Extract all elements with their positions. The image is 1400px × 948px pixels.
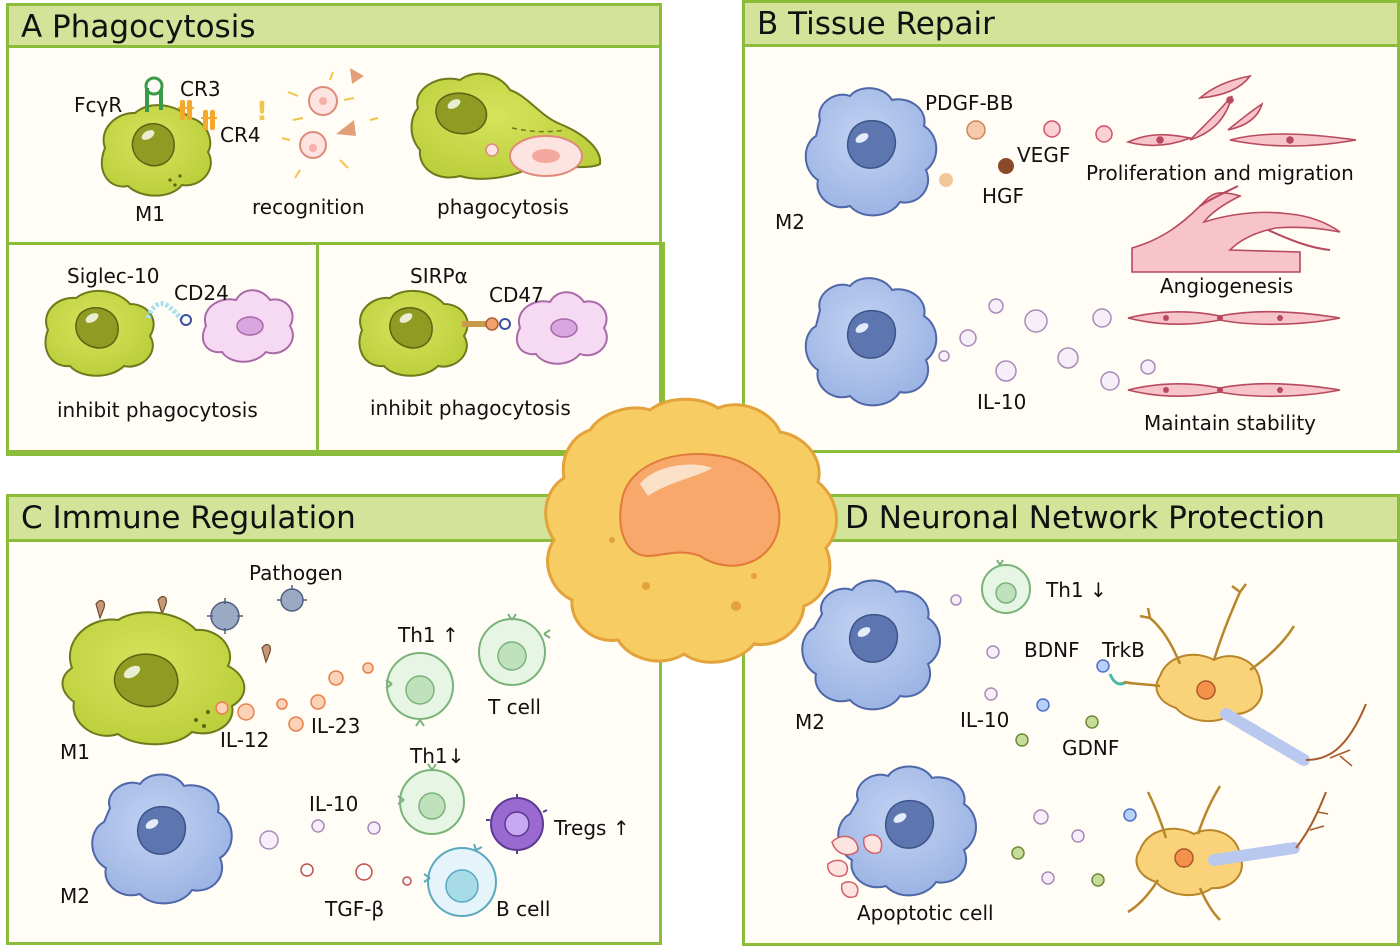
sirpa-interaction — [358, 289, 608, 377]
label-t-cell: T cell — [488, 695, 541, 719]
angiogenesis-vessel — [1131, 185, 1341, 273]
apoptotic-cell-fragments — [827, 834, 883, 898]
stable-vessel-2 — [1127, 382, 1341, 398]
cr3-receptor-icon — [178, 100, 194, 120]
label-trkb: TrkB — [1102, 638, 1145, 662]
particles-d — [950, 594, 1137, 887]
label-hgf: HGF — [982, 184, 1025, 208]
m1-macrophage-c — [61, 611, 246, 746]
label-cd24: CD24 — [174, 281, 229, 305]
label-th1-down-d: Th1 ↓ — [1046, 578, 1107, 602]
label-tregs: Tregs ↑ — [554, 816, 630, 840]
label-il10-d: IL-10 — [960, 708, 1010, 732]
label-vegf: VEGF — [1017, 143, 1071, 167]
label-il12: IL-12 — [220, 728, 270, 752]
pathogens — [95, 585, 307, 664]
panel-b-header: B Tissue Repair — [745, 3, 1397, 47]
growth-factors-b — [966, 120, 1113, 174]
label-il10-c: IL-10 — [309, 792, 359, 816]
label-b-cell: B cell — [496, 897, 551, 921]
label-siglec10: Siglec-10 — [67, 264, 160, 288]
label-pathogen: Pathogen — [249, 561, 343, 585]
svg-text:!: ! — [256, 97, 268, 127]
label-cd47: CD47 — [489, 283, 544, 307]
m2-macrophage-b2 — [804, 277, 938, 407]
label-inhibit-2: inhibit phagocytosis — [370, 396, 571, 420]
label-m1-c: M1 — [60, 740, 90, 764]
proliferation-cells — [1125, 74, 1357, 147]
il10-particles-b — [938, 298, 1156, 391]
label-sirpa: SIRPα — [410, 264, 468, 288]
th1-cell-d — [981, 559, 1031, 614]
panel-neuronal-protection: D Neuronal Network Protection — [742, 494, 1400, 946]
panel-phagocytosis: A Phagocytosis — [6, 3, 665, 456]
t-cell-c — [478, 613, 551, 686]
label-proliferation: Proliferation and migration — [1086, 161, 1354, 185]
label-m2-b: M2 — [775, 210, 805, 234]
label-fcgr: FcγR — [74, 93, 123, 117]
panel-c-title: C Immune Regulation — [21, 500, 356, 536]
label-il23: IL-23 — [311, 714, 361, 738]
b-cell-c — [423, 843, 497, 917]
treg-cell-c — [486, 794, 548, 854]
m2-macrophage-d2 — [837, 765, 977, 897]
panel-a-header: A Phagocytosis — [9, 6, 659, 48]
label-maintain: Maintain stability — [1144, 411, 1316, 435]
label-th1-down-c: Th1↓ — [410, 744, 465, 768]
label-m2-d: M2 — [795, 710, 825, 734]
label-tgfb: TGF-β — [325, 897, 385, 921]
neuron-d1 — [1123, 583, 1367, 767]
panel-a-bottom-right — [316, 242, 665, 456]
label-pdgf: PDGF-BB — [925, 91, 1014, 115]
th1-cell-c-down — [397, 763, 465, 835]
siglec10-interaction — [44, 289, 294, 377]
m1-macrophage-a — [100, 104, 212, 197]
central-macrophage — [544, 397, 838, 664]
label-gdnf: GDNF — [1062, 736, 1120, 760]
il10-tgfb-particles-c — [259, 819, 412, 886]
m2-macrophage-b1 — [804, 87, 953, 217]
label-cr4: CR4 — [220, 123, 261, 147]
label-bdnf: BDNF — [1024, 638, 1080, 662]
m2-macrophage-c — [91, 773, 233, 905]
label-cr3: CR3 — [180, 77, 221, 101]
phagocytosis-illustration — [410, 72, 602, 180]
stable-vessel-1 — [1127, 310, 1341, 326]
label-apoptotic: Apoptotic cell — [857, 901, 994, 925]
label-m2-c: M2 — [60, 884, 90, 908]
label-phagocytosis: phagocytosis — [437, 195, 569, 219]
cr4-receptor-icon — [201, 110, 217, 130]
panel-a-title: A Phagocytosis — [21, 9, 256, 45]
label-angiogenesis: Angiogenesis — [1160, 274, 1294, 298]
panel-d-header: D Neuronal Network Protection — [745, 497, 1397, 542]
fcgr-receptor-icon — [144, 76, 164, 112]
m2-macrophage-d1 — [801, 579, 941, 711]
label-recognition: recognition — [252, 195, 365, 219]
label-th1-up: Th1 ↑ — [398, 623, 459, 647]
label-m1-a: M1 — [135, 202, 165, 226]
recognition-illustration: ! — [256, 68, 379, 179]
label-il10-b: IL-10 — [977, 390, 1027, 414]
panel-b-title: B Tissue Repair — [757, 6, 995, 42]
il12-il23-particles — [215, 662, 374, 732]
label-inhibit-1: inhibit phagocytosis — [57, 398, 258, 422]
th1-cell-c-up — [385, 652, 454, 727]
neuron-d2 — [1127, 785, 1329, 921]
panel-d-title: D Neuronal Network Protection — [845, 500, 1325, 536]
